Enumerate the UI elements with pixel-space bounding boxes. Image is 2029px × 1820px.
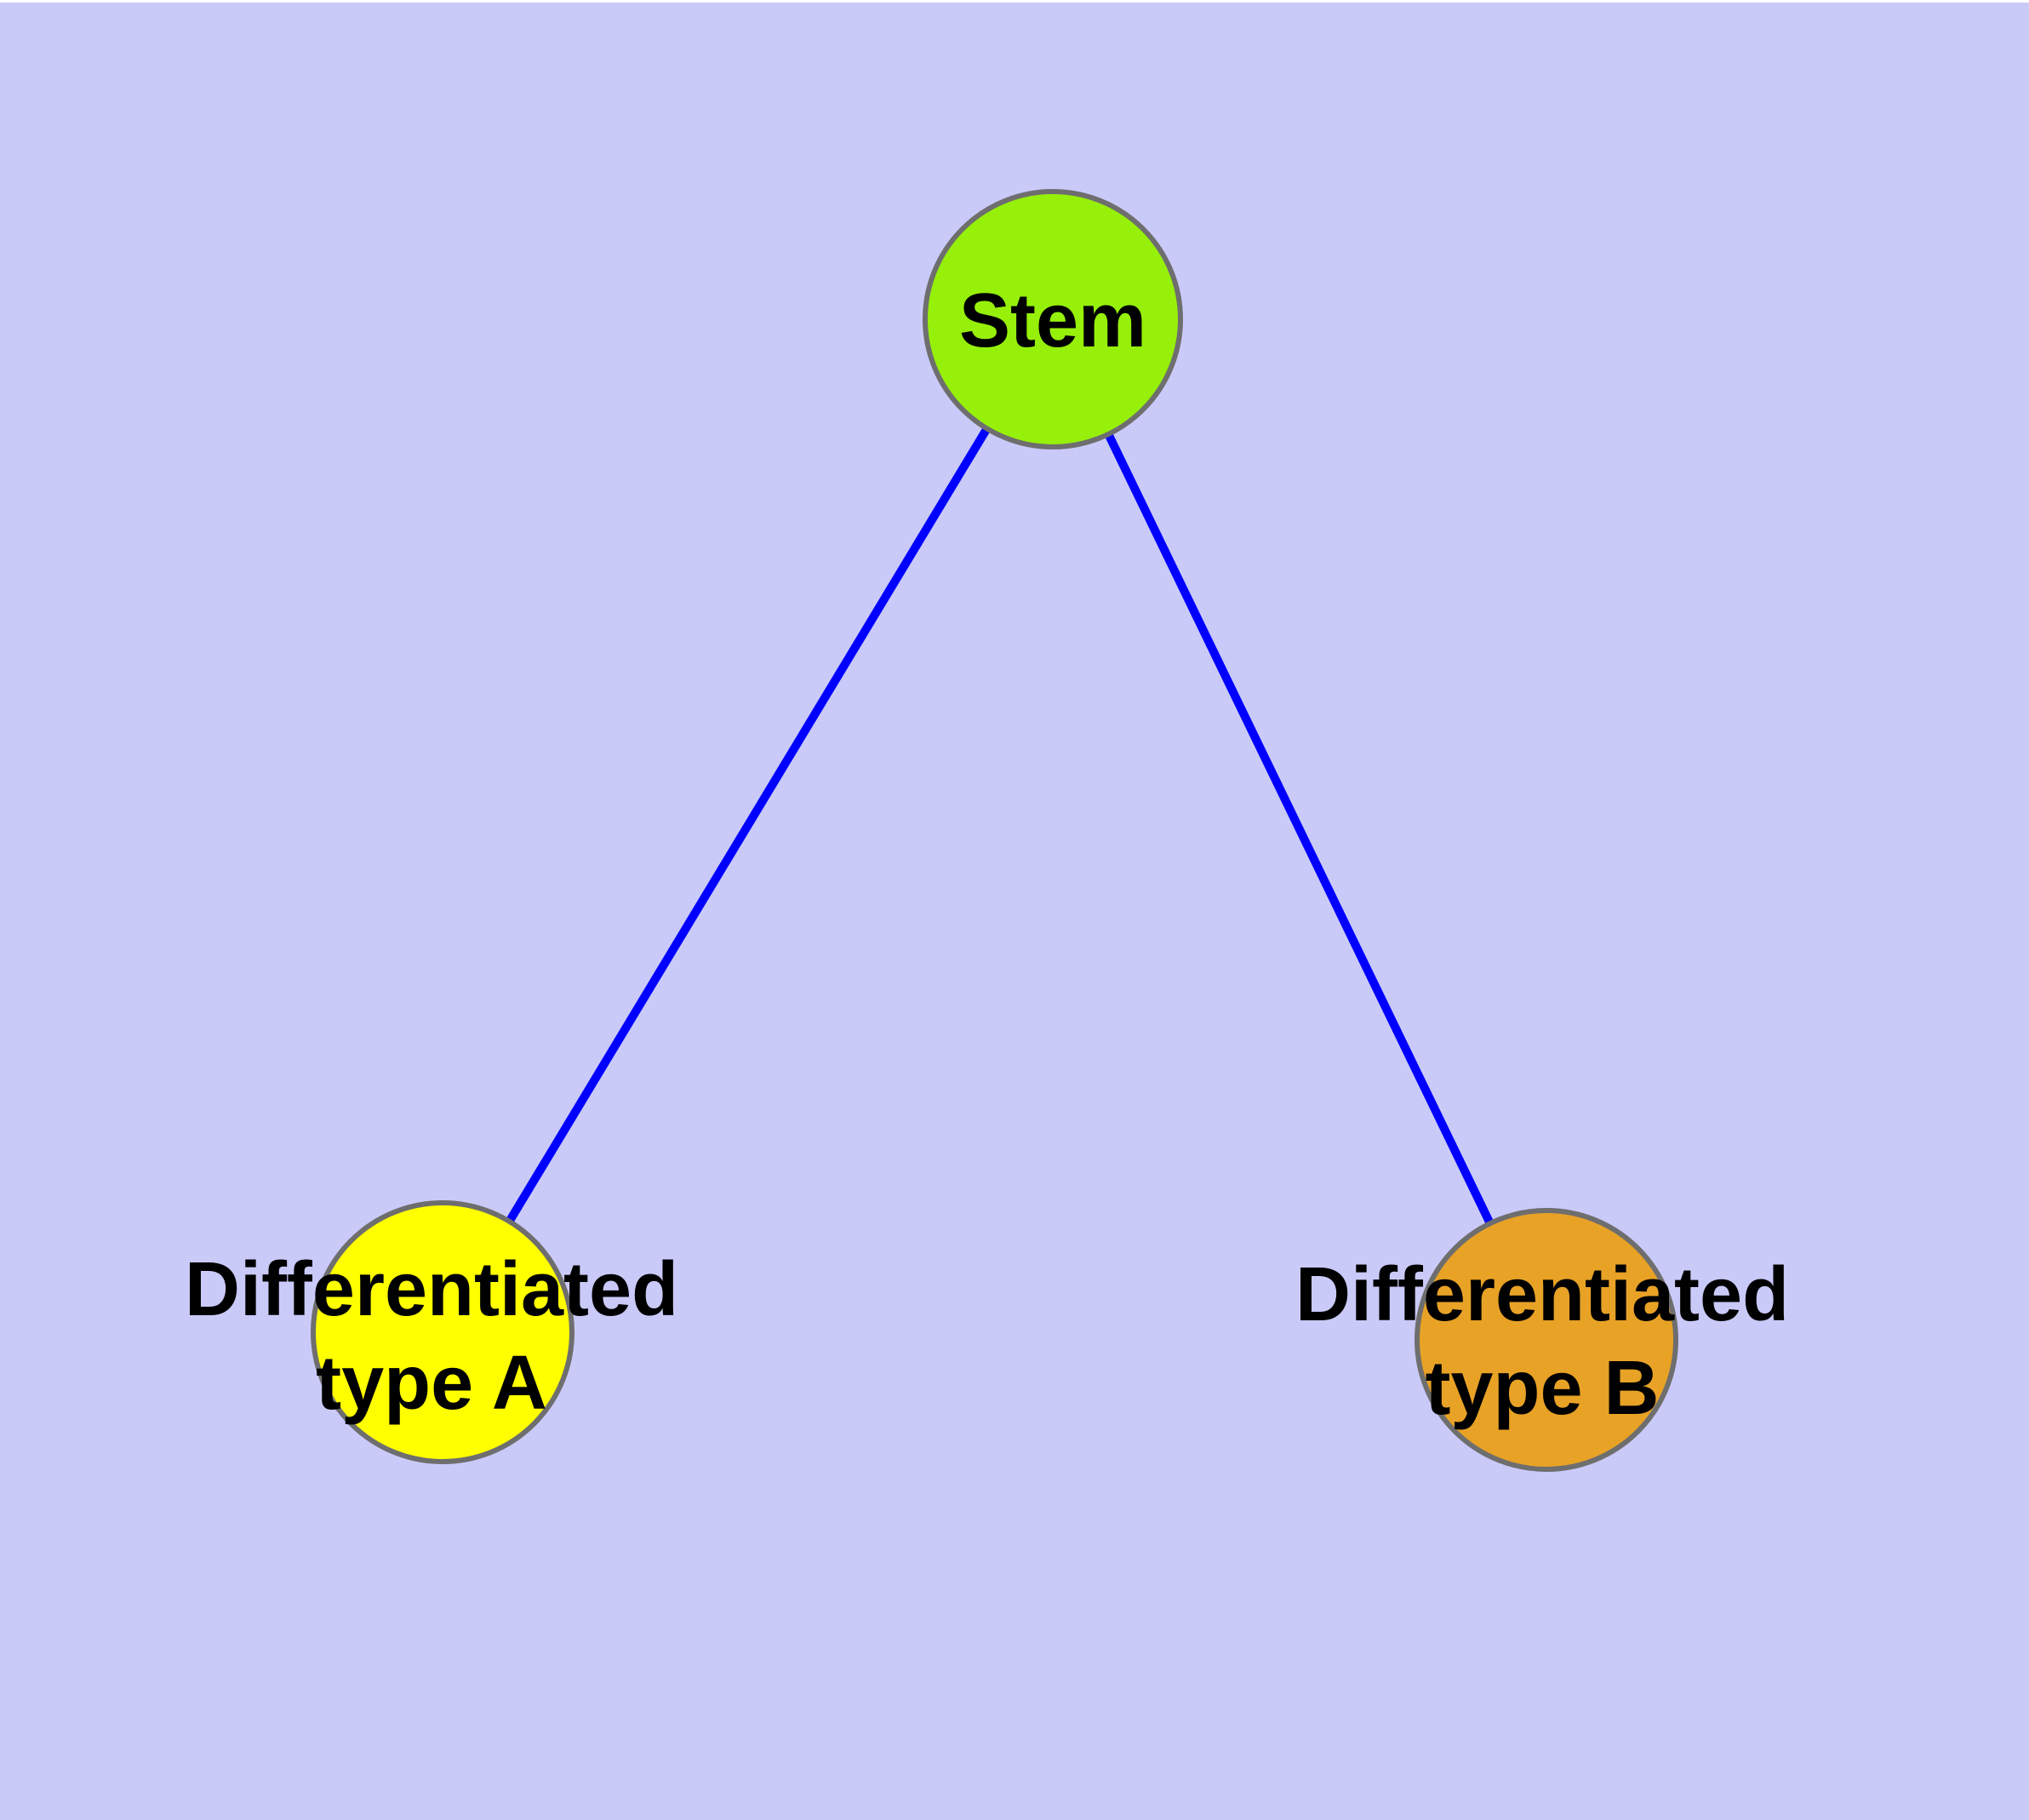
node-type-a-circle — [311, 1200, 574, 1464]
edge-stem-to-type-a — [438, 317, 1057, 1335]
node-stem-circle — [923, 189, 1183, 449]
edge-stem-to-type-b — [1049, 317, 1551, 1342]
node-type-b-circle — [1415, 1208, 1678, 1472]
window-edge-strip — [0, 0, 2029, 3]
